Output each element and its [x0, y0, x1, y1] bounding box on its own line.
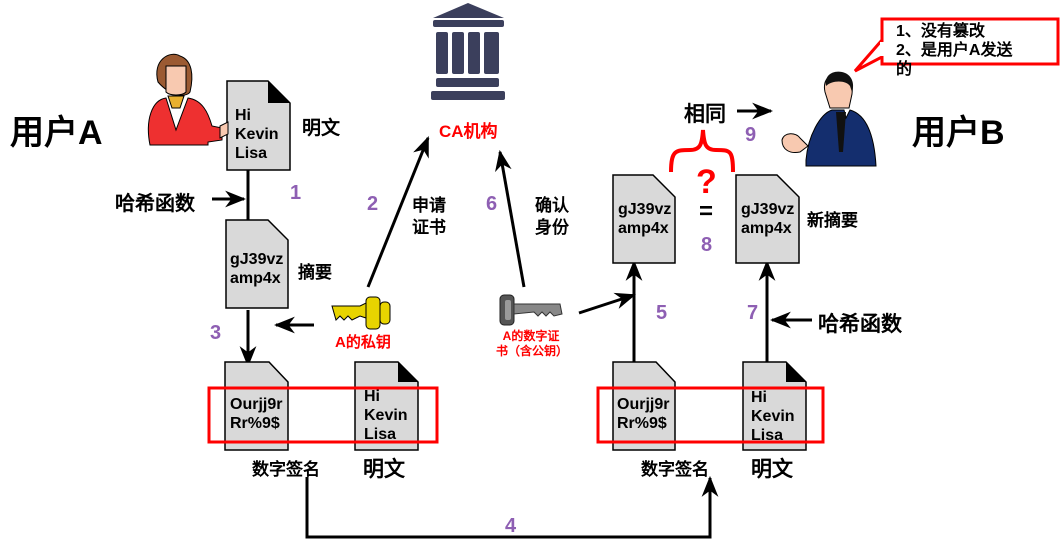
bank-icon	[431, 3, 505, 100]
step-8: 8	[701, 234, 713, 256]
digest-left-content: gJ39vz amp4x	[230, 251, 284, 287]
comparison-brace	[669, 129, 735, 173]
plaintext-left-label: 明文	[302, 118, 341, 139]
user-b-label: 用户B	[912, 114, 1005, 152]
document-plaintext-left-2	[354, 361, 419, 451]
step-3: 3	[210, 322, 222, 344]
callout-text: 1、没有篡改 2、是用户A发送 的	[896, 23, 1013, 78]
plaintext-left-content: Hi Kevin Lisa	[235, 107, 279, 162]
step-2: 2	[367, 193, 379, 215]
step-5: 5	[656, 302, 668, 324]
highlight-box-right	[596, 386, 825, 444]
new-digest-label: 新摘要	[807, 211, 858, 230]
callout-bubble	[853, 17, 1060, 73]
digest-left-label: 摘要	[298, 263, 332, 282]
equals-sign: =	[699, 198, 714, 225]
hash-function-label-left: 哈希函数	[115, 193, 195, 215]
document-plaintext-left	[226, 80, 291, 171]
arrow-confirm-identity	[495, 149, 526, 288]
certificate-key-label: A的数字证 书（含公钥）	[496, 329, 569, 358]
document-digest-right	[612, 174, 676, 264]
document-signature-right	[612, 361, 676, 451]
signature-right-content: Ourjj9r Rr%9$	[617, 396, 670, 432]
step-1: 1	[290, 182, 302, 204]
apply-certificate-label: 申请 证书	[412, 196, 446, 237]
ca-label: CA机构	[439, 122, 498, 141]
user-a-label: 用户A	[10, 114, 103, 152]
arrow-certificate-to-digest	[578, 292, 636, 315]
highlight-box-left	[207, 386, 439, 444]
question-mark: ?	[696, 163, 717, 201]
document-plaintext-right	[742, 361, 807, 451]
document-signature-left	[224, 361, 289, 451]
private-key-label: A的私钥	[335, 334, 391, 351]
signature-left-content: Ourjj9r Rr%9$	[230, 396, 283, 432]
arrow-apply-certificate	[366, 136, 430, 288]
user-a-avatar	[147, 53, 229, 146]
document-new-digest-right	[735, 174, 800, 264]
plaintext-right-label: 明文	[751, 458, 793, 481]
same-label: 相同	[684, 103, 726, 126]
signature-right-label: 数字签名	[641, 460, 709, 479]
hash-function-label-right: 哈希函数	[818, 313, 902, 336]
step-4: 4	[505, 515, 517, 537]
user-b-avatar	[781, 71, 877, 167]
digest-right-content: gJ39vz amp4x	[618, 201, 672, 237]
document-digest-left	[225, 219, 289, 309]
step-9: 9	[745, 124, 757, 146]
step-6: 6	[486, 193, 498, 215]
private-key-icon	[331, 296, 391, 330]
certificate-key-icon	[499, 294, 563, 326]
arrow-transmit-signature	[305, 475, 719, 539]
signature-left-label: 数字签名	[252, 460, 320, 479]
plaintext-right-content: Hi Kevin Lisa	[751, 389, 795, 444]
plaintext-left-2-content: Hi Kevin Lisa	[364, 388, 408, 443]
new-digest-right-content: gJ39vz amp4x	[741, 201, 795, 237]
plaintext-left-2-label: 明文	[363, 458, 405, 481]
confirm-identity-label: 确认 身份	[535, 196, 569, 237]
step-7: 7	[747, 302, 759, 324]
